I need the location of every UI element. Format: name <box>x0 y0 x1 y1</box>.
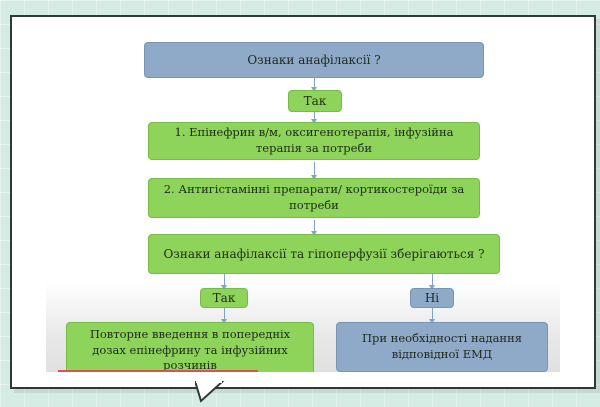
emd-box: При необхідності надання відповідної ЕМД <box>336 322 548 372</box>
arrow-step1-step2 <box>311 162 317 180</box>
emd-text: При необхідності надання відповідної ЕМД <box>361 331 523 361</box>
arrow-yes-action <box>221 308 227 324</box>
arrow-q2-yes <box>221 274 227 290</box>
arrow-q1-yes <box>311 78 317 92</box>
question-persist-text: Ознаки анафілаксії та гіпоперфузії збері… <box>163 246 485 261</box>
no-box: Ні <box>410 288 454 308</box>
slide: Ознаки анафілаксії ? Так 1. Епінефрин в/… <box>46 34 560 372</box>
arrow-yes-step1 <box>311 112 317 124</box>
arrow-step2-q2 <box>311 220 317 236</box>
yes-label-2: Так <box>212 290 236 305</box>
no-label: Ні <box>424 290 440 305</box>
yes-label-1: Так <box>303 93 327 108</box>
yes-box-1: Так <box>288 90 342 112</box>
yes-box-2: Так <box>200 288 248 308</box>
repeat-epinephrine-text: Повторне введення в попередніх дозах епі… <box>89 327 291 372</box>
question-persist-box: Ознаки анафілаксії та гіпоперфузії збері… <box>148 234 500 274</box>
step1-box: 1. Епінефрин в/м, оксигенотерапія, інфуз… <box>148 122 480 160</box>
repeat-epinephrine-box: Повторне введення в попередніх дозах епі… <box>66 322 314 372</box>
step2-box: 2. Антигістамінні препарати/ кортикостер… <box>148 178 480 218</box>
speech-bubble-tail <box>195 381 225 403</box>
red-underline <box>58 370 258 372</box>
step2-text: 2. Антигістамінні препарати/ кортикостер… <box>163 182 465 212</box>
step1-text: 1. Епінефрин в/м, оксигенотерапія, інфуз… <box>174 125 454 155</box>
arrow-no-action <box>429 308 435 324</box>
question-anaphylaxis-box: Ознаки анафілаксії ? <box>144 42 484 78</box>
question-anaphylaxis-text: Ознаки анафілаксії ? <box>247 52 381 67</box>
arrow-q2-no <box>429 274 435 290</box>
